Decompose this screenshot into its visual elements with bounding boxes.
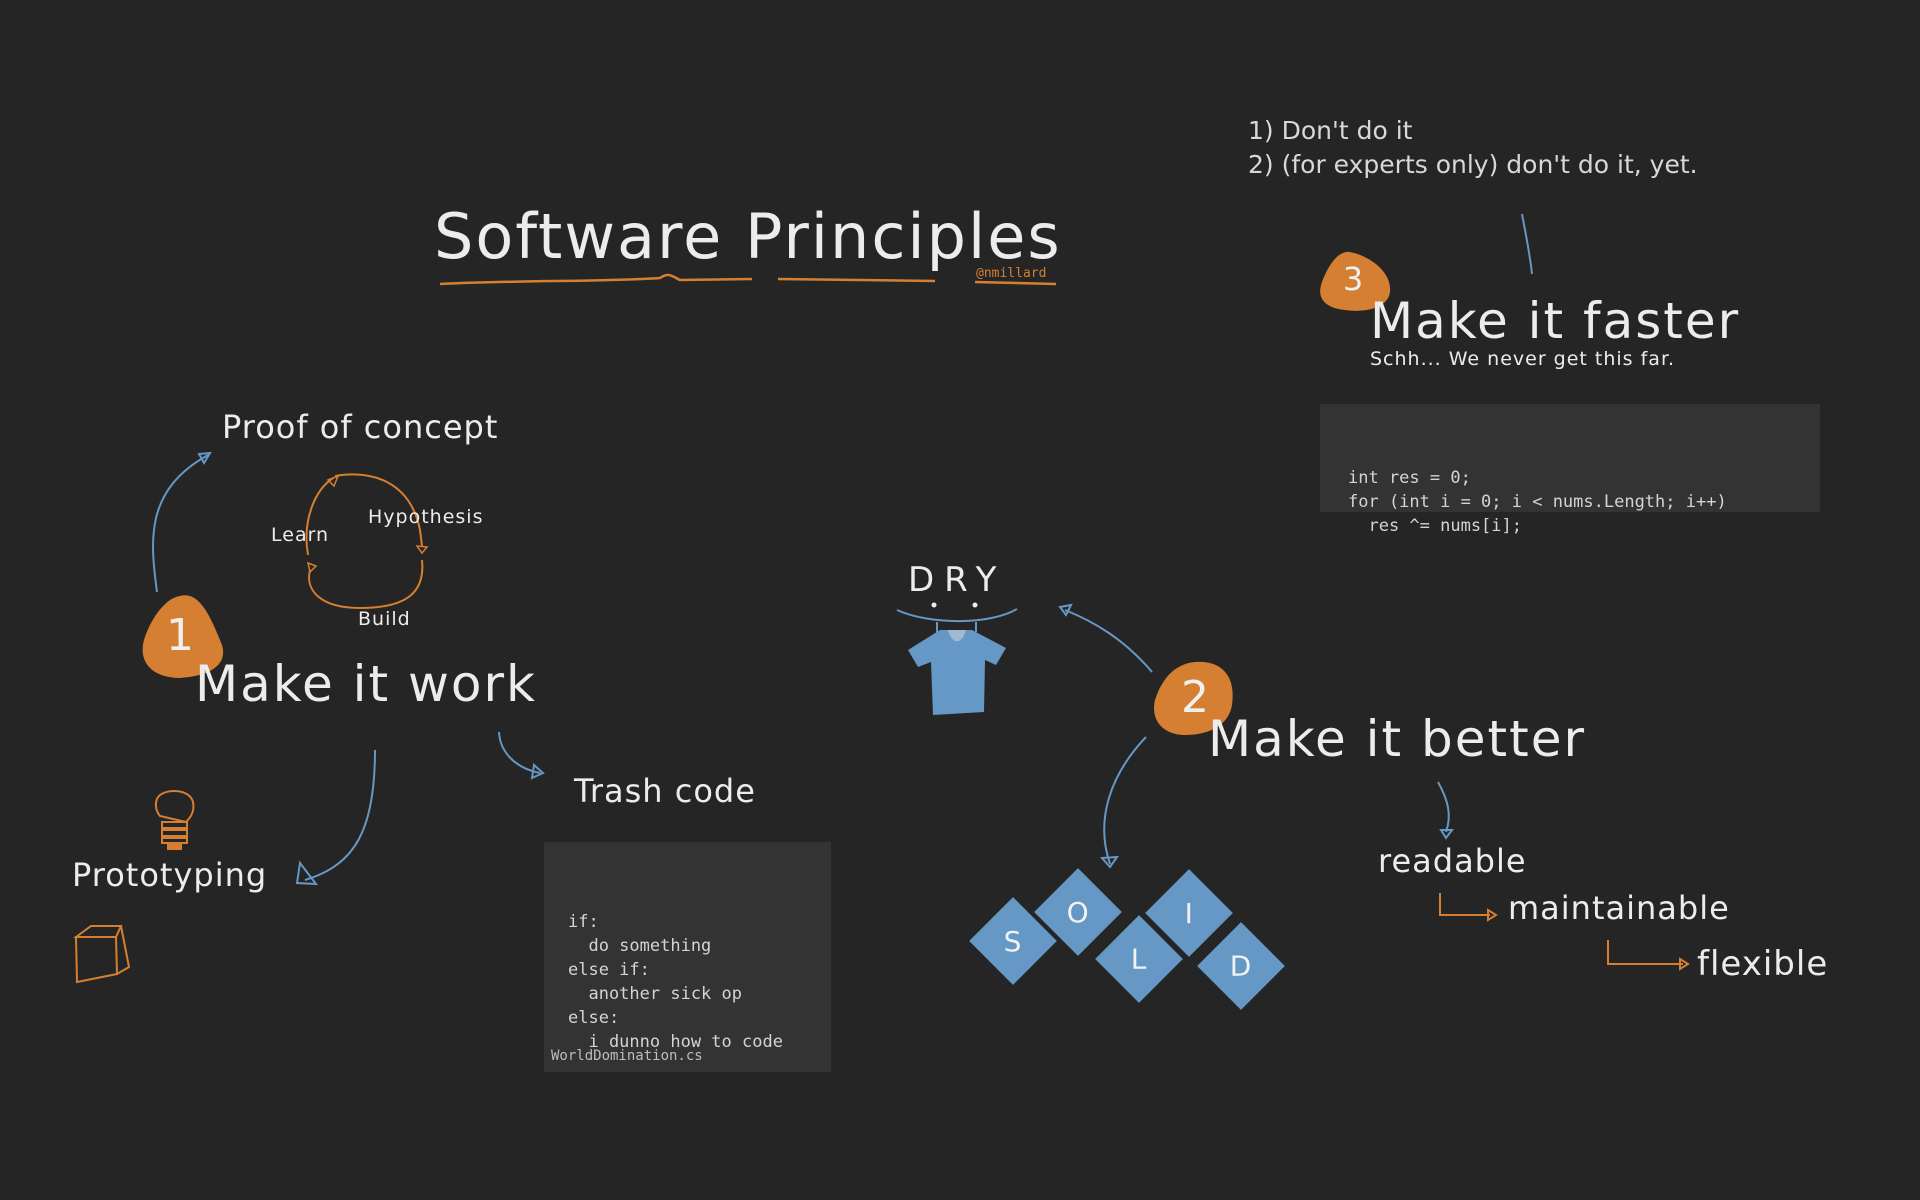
- cycle-learn-label: Learn: [271, 524, 330, 546]
- quality-maintainable: maintainable: [1508, 889, 1730, 927]
- author-handle: @nmillard: [976, 266, 1047, 281]
- title-underline: [439, 273, 1057, 286]
- arrow-readable-to-maintainable: [1439, 893, 1490, 916]
- arrow-maintainable-to-flexible: [1607, 940, 1683, 965]
- step-3-badge: 3: [1342, 260, 1364, 298]
- step-1-badge: 1: [166, 610, 194, 661]
- cube-icon: [72, 925, 131, 984]
- step-2-badge: 2: [1181, 672, 1209, 723]
- arrow-to-prototyping: [304, 749, 376, 881]
- prototyping-label: Prototyping: [72, 856, 268, 894]
- trash-code-content: if: do something else if: another sick o…: [568, 912, 783, 1052]
- arrow-to-trash-code: [498, 731, 541, 774]
- quality-readable: readable: [1378, 842, 1527, 880]
- arrow-to-readable: [1437, 781, 1450, 833]
- quote-text: 1) Don't do it 2) (for experts only) don…: [1248, 114, 1698, 182]
- step-3-heading: Make it faster: [1370, 292, 1741, 350]
- cycle-hypothesis-label: Hypothesis: [368, 506, 484, 528]
- quote-connector: [1521, 213, 1533, 275]
- cycle-build-label: Build: [358, 608, 411, 630]
- page-title: Software Principles: [434, 200, 1062, 273]
- trash-code-label: Trash code: [574, 772, 756, 810]
- lightbulb-icon: [154, 789, 195, 850]
- arrow-to-dry: [1064, 609, 1153, 673]
- fast-code-content: int res = 0; for (int i = 0; i < nums.Le…: [1348, 468, 1727, 536]
- arrow-to-proof-of-concept: [152, 454, 209, 593]
- quote-line-2: 2) (for experts only) don't do it, yet.: [1248, 150, 1698, 179]
- clothesline: [896, 608, 1018, 623]
- quality-flexible: flexible: [1697, 944, 1829, 984]
- proof-of-concept-label: Proof of concept: [222, 408, 499, 446]
- step-1-heading: Make it work: [195, 655, 537, 713]
- tshirt-icon: [908, 630, 1006, 715]
- step-2-heading: Make it better: [1208, 710, 1587, 768]
- dry-label: DRY: [908, 560, 1007, 600]
- step-3-subtitle: Schh... We never get this far.: [1370, 348, 1676, 370]
- fast-code-block: int res = 0; for (int i = 0; i < nums.Le…: [1320, 404, 1820, 536]
- trash-code-block: if: do something else if: another sick o…: [544, 842, 831, 1072]
- quote-line-1: 1) Don't do it: [1248, 116, 1413, 145]
- arrow-to-solid: [1103, 736, 1147, 865]
- code-filename: WorldDomination.cs: [551, 1048, 703, 1064]
